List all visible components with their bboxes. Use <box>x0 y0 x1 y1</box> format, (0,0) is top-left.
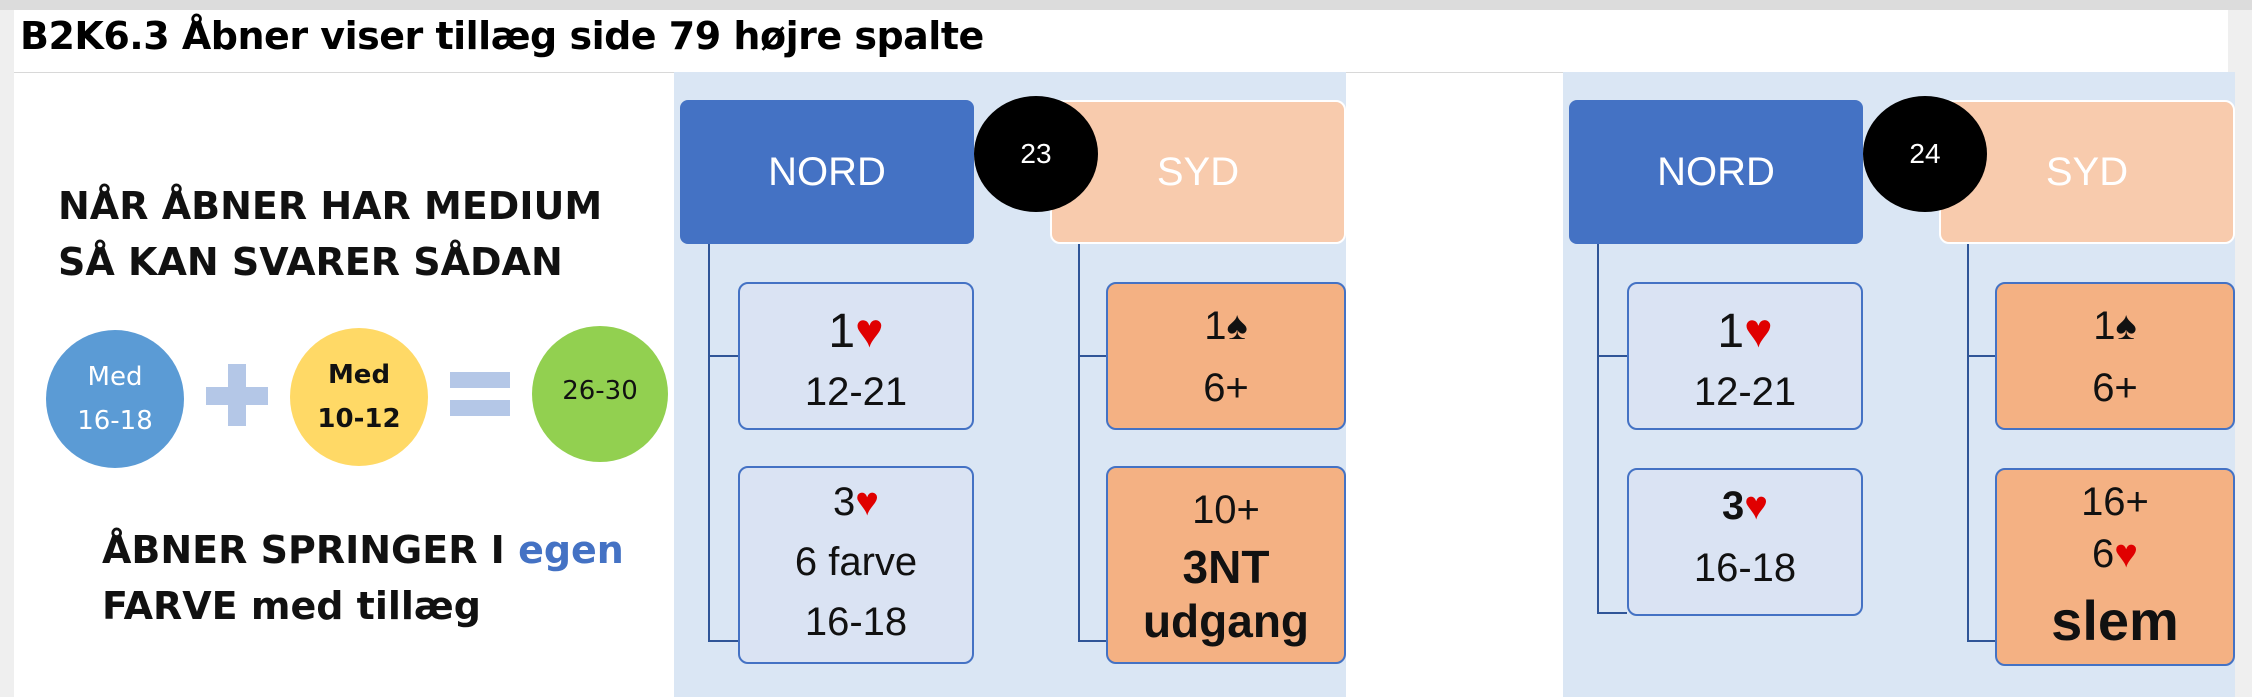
syd-branch-1 <box>1078 355 1112 357</box>
syd-bid-1: 1♠ 6+ <box>1106 282 1346 430</box>
responder-strength-circle: Med 10-12 <box>290 328 428 466</box>
slide-title: B2K6.3 Åbner viser tillæg side 79 højre … <box>20 14 984 58</box>
opener-strength-circle: Med 16-18 <box>46 330 184 468</box>
syd-header: SYD <box>1939 100 2235 244</box>
bidding-diagram-23: NORD SYD 23 1♥ 12-21 1♠ 6+ 3♥ 6 farve 16… <box>674 72 1346 697</box>
bid-points: 6+ <box>2092 366 2138 410</box>
opener-circle-range: 16-18 <box>77 406 153 436</box>
bid-points: 12-21 <box>804 370 908 414</box>
bid-level: 1 <box>1717 305 1745 358</box>
bid-level: 3 <box>1722 484 1745 528</box>
diagram-number-badge: 24 <box>1863 96 1987 212</box>
total-circle-range: 26-30 <box>562 376 638 406</box>
syd-bid-2: 10+ 3NT udgang <box>1106 466 1346 664</box>
bid-points: 16+ <box>2081 480 2149 524</box>
note-line-1: ÅBNER SPRINGER I egen <box>102 522 624 578</box>
jump-shift-note: ÅBNER SPRINGER I egen FARVE med tillæg <box>102 522 624 634</box>
nord-branch-1 <box>708 355 738 357</box>
bid-level: 1 <box>1204 304 1227 348</box>
bid-points: 12-21 <box>1693 370 1797 414</box>
nord-header: NORD <box>1569 100 1863 244</box>
syd-connector <box>1967 244 1969 642</box>
nord-branch-2 <box>708 640 738 642</box>
responder-circle-range: 10-12 <box>317 404 401 434</box>
nord-bid-1: 1♥ 12-21 <box>738 282 974 430</box>
equals-icon <box>450 372 510 388</box>
suit-length: 6 farve <box>794 540 918 584</box>
heart-icon: ♥ <box>1744 484 1768 528</box>
heart-icon: ♥ <box>855 480 879 524</box>
heart-icon: ♥ <box>2114 532 2138 576</box>
note-line-1-text: ÅBNER SPRINGER I <box>102 528 519 572</box>
syd-branch-1 <box>1967 355 2001 357</box>
spade-icon: ♠ <box>1226 304 1248 348</box>
nord-connector <box>1597 244 1599 614</box>
heading-line-2: SÅ KAN SVARER SÅDAN <box>58 240 563 284</box>
note-line-2: FARVE med tillæg <box>102 584 481 628</box>
contract-level: slem <box>2051 589 2179 652</box>
bid-points: 10+ <box>1192 488 1260 532</box>
note-accent-word: egen <box>518 528 624 572</box>
syd-bid-2: 16+ 6♥ slem <box>1995 468 2235 666</box>
nord-bid-1: 1♥ 12-21 <box>1627 282 1863 430</box>
bid-level: 1 <box>828 305 856 358</box>
heart-icon: ♥ <box>855 305 884 358</box>
nord-branch-2 <box>1597 612 1627 614</box>
heart-icon: ♥ <box>1744 305 1773 358</box>
opener-circle-label: Med <box>87 362 143 392</box>
suit-length: 6 <box>2092 532 2115 576</box>
bid-points: 16-18 <box>804 600 908 644</box>
heading-line-1: NÅR ÅBNER HAR MEDIUM <box>58 184 603 228</box>
syd-connector <box>1078 244 1080 642</box>
window-top-bar <box>0 0 2252 10</box>
equals-icon-lower <box>450 400 510 416</box>
contract-bid: 3NT <box>1182 541 1270 593</box>
medium-heading: NÅR ÅBNER HAR MEDIUM SÅ KAN SVARER SÅDAN <box>58 178 602 290</box>
syd-header: SYD <box>1050 100 1346 244</box>
bid-level: 3 <box>833 480 856 524</box>
contract-level: udgang <box>1142 595 1310 647</box>
nord-bid-2: 3♥ 6 farve 16-18 <box>738 466 974 664</box>
plus-icon-vertical <box>228 364 246 426</box>
responder-circle-label: Med <box>327 360 391 390</box>
nord-branch-1 <box>1597 355 1627 357</box>
total-strength-circle: 26-30 <box>532 326 668 462</box>
diagram-number-badge: 23 <box>974 96 1098 212</box>
nord-connector <box>708 244 710 642</box>
bid-points: 16-18 <box>1693 546 1797 590</box>
bid-points: 6+ <box>1203 366 1249 410</box>
syd-branch-2 <box>1078 640 1112 642</box>
syd-branch-2 <box>1967 640 2001 642</box>
syd-bid-1: 1♠ 6+ <box>1995 282 2235 430</box>
nord-header: NORD <box>680 100 974 244</box>
spade-icon: ♠ <box>2115 304 2137 348</box>
bidding-diagram-24: NORD SYD 24 1♥ 12-21 1♠ 6+ 3♥ 16-18 16+ … <box>1563 72 2235 697</box>
bid-level: 1 <box>2093 304 2116 348</box>
nord-bid-2: 3♥ 16-18 <box>1627 468 1863 616</box>
